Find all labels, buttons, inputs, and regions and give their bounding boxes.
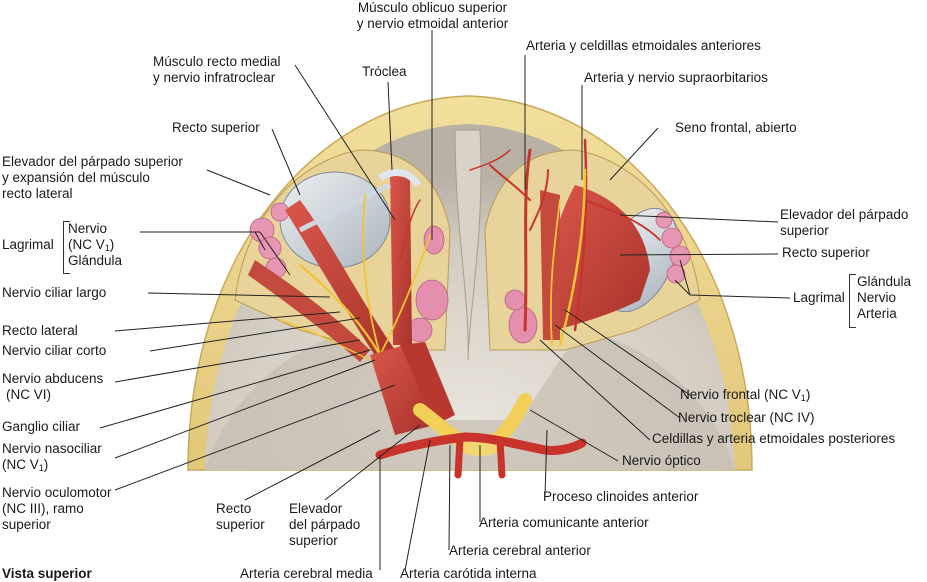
oblique-tendon xyxy=(298,182,392,233)
orbital-nerves xyxy=(279,168,587,361)
orbital-arteries xyxy=(399,138,661,332)
label-troclea: Tróclea xyxy=(362,64,407,79)
view-title: Vista superior xyxy=(2,566,92,581)
label-ganglio-ciliar: Ganglio ciliar xyxy=(2,419,81,434)
label-recto-superior-right: Recto superior xyxy=(782,245,870,260)
label-etmoidales-anteriores: Arteria y celdillas etmoidales anteriore… xyxy=(526,38,761,53)
label-etmoidales-posteriores: Celdillas y arteria etmoidales posterior… xyxy=(652,431,896,446)
label-ciliar-largo: Nervio ciliar largo xyxy=(2,285,107,300)
label-ciliar-corto: Nervio ciliar corto xyxy=(2,343,107,358)
label-clinoides: Proceso clinoides anterior xyxy=(543,489,699,504)
label-nervio-optico: Nervio óptico xyxy=(622,453,701,468)
right-levator xyxy=(550,185,650,330)
label-abducens: Nervio abducens(NC VI) xyxy=(2,371,104,402)
leader-lines xyxy=(99,30,791,571)
label-cerebral-anterior: Arteria cerebral anterior xyxy=(449,543,591,558)
trochlea-tendon xyxy=(378,168,421,188)
label-recto-superior-left: Recto superior xyxy=(172,120,260,135)
label-comunicante: Arteria comunicante anterior xyxy=(479,515,649,530)
ethmoid-cells xyxy=(407,225,538,344)
label-cerebral-media: Arteria cerebral media xyxy=(240,566,373,581)
label-nervio-frontal: Nervio frontal (NC V1) xyxy=(680,387,811,403)
label-nasociliar: Nervio nasociliar (NC V1) xyxy=(2,441,102,473)
label-carotida: Arteria carótida interna xyxy=(400,566,537,581)
label-lagrimal-right: Lagrimal xyxy=(793,290,845,305)
bracket-lagrimal-left xyxy=(63,221,70,274)
bracket-lagrimal-right xyxy=(849,274,856,328)
middle-fossa-shadow xyxy=(205,330,735,470)
label-seno-frontal: Seno frontal, abierto xyxy=(675,120,797,135)
left-superior-rectus xyxy=(285,200,395,360)
posterior-muscle-bundle-2 xyxy=(400,342,455,425)
label-supraorbitarios: Arteria y nervio supraorbitarios xyxy=(584,70,768,85)
label-troclear: Nervio troclear (NC IV) xyxy=(678,410,815,425)
right-medial-muscle xyxy=(540,190,560,340)
label-lagrimal-left: Lagrimal xyxy=(2,237,54,252)
left-lateral-rectus xyxy=(248,260,370,362)
label-recto-lateral: Recto lateral xyxy=(2,323,78,338)
frontal-sinus xyxy=(454,129,482,361)
label-lagrimal-left-items: Nervio (NC V1) Glándula xyxy=(68,221,123,268)
lacrimal-gland-right xyxy=(655,211,691,284)
left-medial-rectus xyxy=(390,175,412,345)
